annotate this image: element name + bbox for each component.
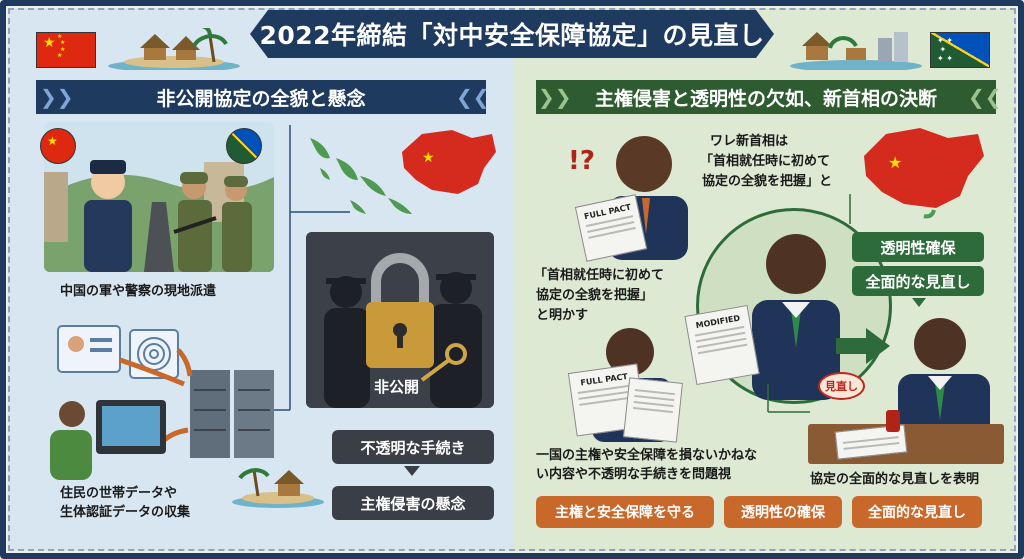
page-title: 2022年締結「対中安全保障協定」の見直し xyxy=(250,10,774,58)
bottom-button-sovereignty: 主権と安全保障を守る xyxy=(536,496,714,528)
chevron-right-icon: ❮❮ xyxy=(968,85,1002,109)
china-flag-icon: ★ ★ ★ ★ ★ xyxy=(36,32,96,68)
quote-top-line1: ワレ新首相は xyxy=(710,134,789,149)
lock-icon xyxy=(371,253,429,304)
arrow-icon xyxy=(119,357,185,387)
connector-lines-right xyxy=(849,194,851,224)
review-stamp: 見直し xyxy=(818,372,865,400)
bottom-button-review: 全面的な見直し xyxy=(852,496,982,528)
server-icon xyxy=(190,370,274,458)
down-arrow-icon xyxy=(912,298,926,307)
stamp-tool xyxy=(886,410,900,432)
secret-lock-illustration xyxy=(306,232,494,408)
military-caption: 中国の軍や警察の現地派遣 xyxy=(60,284,217,299)
quote-mid-line1: 「首相就任時に初めて xyxy=(534,268,665,283)
lock-label: 非公開 xyxy=(374,378,420,396)
solomon-flag-icon xyxy=(226,128,262,164)
chevron-left-icon: ❯❯ xyxy=(40,85,74,109)
island-illustration-right xyxy=(790,32,922,70)
quote-top-line2: 「首相就任時に初めて xyxy=(700,154,831,169)
quote-mid-line2: 協定の全貌を把握」 xyxy=(536,288,654,303)
arrow-icon xyxy=(836,328,890,364)
problem-caption-line2: い内容や不透明な手続きを問題視 xyxy=(536,467,732,482)
down-arrow-icon xyxy=(404,466,420,476)
chevron-right-icon: ❯❯ xyxy=(538,85,572,109)
bottom-button-transparency: 透明性の確保 xyxy=(724,496,842,528)
left-section-header: 非公開協定の全貌と懸念 xyxy=(36,80,486,114)
exclaim-mark: !? xyxy=(568,146,595,176)
china-map-icon: ★ xyxy=(864,128,984,219)
island-illustration-left xyxy=(108,28,240,70)
data-caption-line2: 生体認証データの収集 xyxy=(60,505,191,520)
sovereignty-concern-pill: 主権侵害の懸念 xyxy=(332,486,494,520)
data-caption-line1: 住民の世帯データや xyxy=(60,486,178,501)
right-section-header: 主権侵害と透明性の欠如、新首相の決断 xyxy=(536,80,996,114)
svg-text:★: ★ xyxy=(422,150,435,166)
left-section-title: 非公開協定の全貌と懸念 xyxy=(156,87,366,110)
quote-top-line3: 協定の全貌を把握」と xyxy=(702,174,833,189)
review-pill: 全面的な見直し xyxy=(852,266,984,296)
problem-caption-line1: 一国の主権や安全保障を損ないかねな xyxy=(536,448,758,463)
right-section-title: 主権侵害と透明性の欠如、新首相の決断 xyxy=(594,87,937,110)
china-map-icon: ★ xyxy=(402,130,496,194)
data-collection-illustration xyxy=(50,325,274,480)
island-illustration-bottom xyxy=(232,468,324,508)
china-flag-icon: ★ xyxy=(40,128,76,164)
solomon-flag-icon: ✦ ✦ ✦✦ ✦ xyxy=(930,32,990,68)
connector-lines-right-bottom xyxy=(767,384,810,413)
quote-mid-line3: と明かす xyxy=(536,308,589,323)
solomon-islands-map xyxy=(310,138,412,214)
opaque-procedure-pill: 不透明な手続き xyxy=(332,430,494,464)
transparency-pill: 透明性確保 xyxy=(852,232,984,262)
review-caption: 協定の全面的な見直しを表明 xyxy=(810,472,980,487)
chevron-left-icon: ❮❮ xyxy=(456,85,490,109)
pm-central-illustration xyxy=(752,234,840,400)
military-police-illustration xyxy=(44,122,274,272)
svg-text:★: ★ xyxy=(888,153,902,172)
